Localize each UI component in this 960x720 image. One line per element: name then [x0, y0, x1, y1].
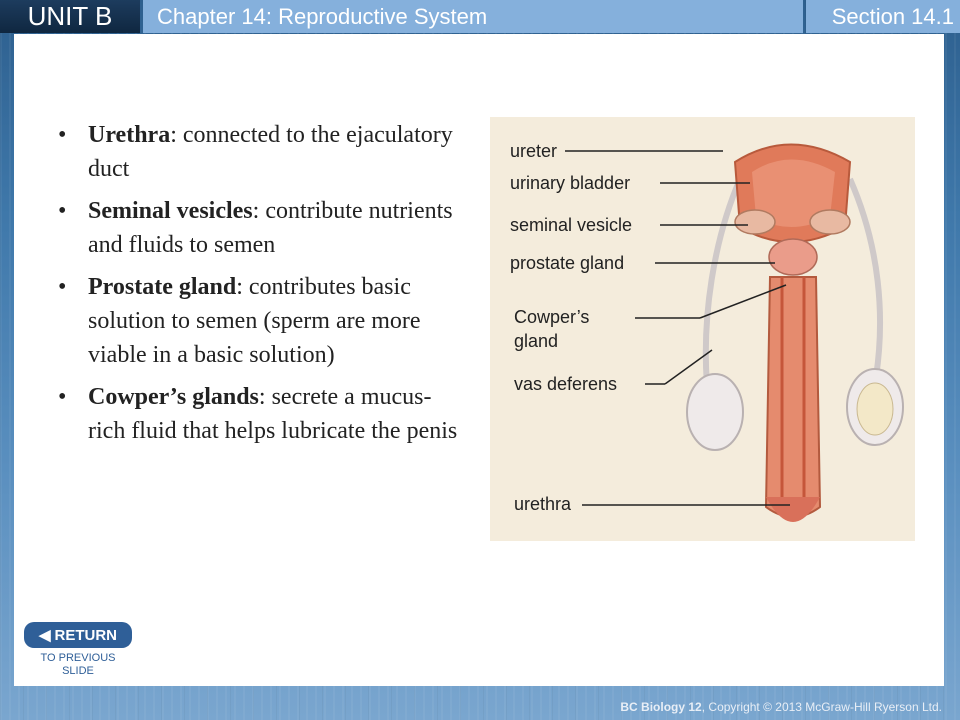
- label-urinary-bladder: urinary bladder: [510, 173, 631, 193]
- unit-title: UNIT B: [0, 0, 140, 33]
- bullet-text: : secrete a mucus-rich fluid that helps …: [88, 384, 458, 444]
- bullet-term: Seminal vesicles: [88, 198, 253, 224]
- bullet-text: : contribute nutrients and fluids to sem…: [88, 198, 453, 258]
- bullet-term: Urethra: [88, 122, 171, 148]
- bullet-urethra: Urethra: connected to the ejaculatory du…: [54, 118, 464, 186]
- return-subtext-line2: SLIDE: [62, 665, 94, 677]
- back-arrow-icon: ◀: [38, 627, 51, 644]
- slide-header: UNIT B Chapter 14: Reproductive System S…: [0, 0, 960, 34]
- return-subtext: TO PREVIOUS SLIDE: [24, 652, 132, 678]
- return-button[interactable]: ◀ RETURN: [24, 622, 132, 648]
- bullet-term: Prostate gland: [88, 274, 237, 300]
- bullet-prostate-gland: Prostate gland: contributes basic soluti…: [54, 270, 464, 372]
- label-cowpers-gland-line1: Cowper’s: [514, 307, 590, 327]
- label-cowpers-gland-line2: gland: [514, 331, 559, 351]
- label-seminal-vesicle: seminal vesicle: [510, 215, 633, 235]
- copyright-footer: BC Biology 12, Copyright © 2013 McGraw-H…: [620, 700, 942, 714]
- male-reproductive-diagram: [565, 143, 904, 522]
- label-prostate-gland: prostate gland: [510, 253, 625, 273]
- return-control: ◀ RETURN TO PREVIOUS SLIDE: [24, 622, 132, 678]
- course-name: BC Biology 12: [620, 700, 702, 714]
- copyright-text: , Copyright © 2013 McGraw-Hill Ryerson L…: [701, 700, 942, 714]
- anatomy-figure: ureter urinary bladder seminal vesicle p…: [490, 117, 915, 541]
- bullet-text: : connected to the ejaculatory duct: [88, 122, 453, 182]
- bullet-list: Urethra: connected to the ejaculatory du…: [54, 118, 464, 456]
- bullet-text: : contributes basic solution to semen (s…: [88, 274, 421, 368]
- return-subtext-line1: TO PREVIOUS: [40, 652, 116, 664]
- return-label: RETURN: [54, 626, 118, 644]
- section-title: Section 14.1: [806, 0, 960, 33]
- bullet-seminal-vesicles: Seminal vesicles: contribute nutrients a…: [54, 194, 464, 262]
- bullet-cowpers-glands: Cowper’s glands: secrete a mucus-rich fl…: [54, 380, 464, 448]
- bullet-term: Cowper’s glands: [88, 384, 259, 410]
- label-urethra: urethra: [514, 494, 572, 514]
- label-vas-deferens: vas deferens: [514, 374, 618, 394]
- label-ureter: ureter: [510, 141, 558, 161]
- chapter-title: Chapter 14: Reproductive System: [143, 0, 803, 33]
- slide-content-panel: Urethra: connected to the ejaculatory du…: [14, 34, 944, 686]
